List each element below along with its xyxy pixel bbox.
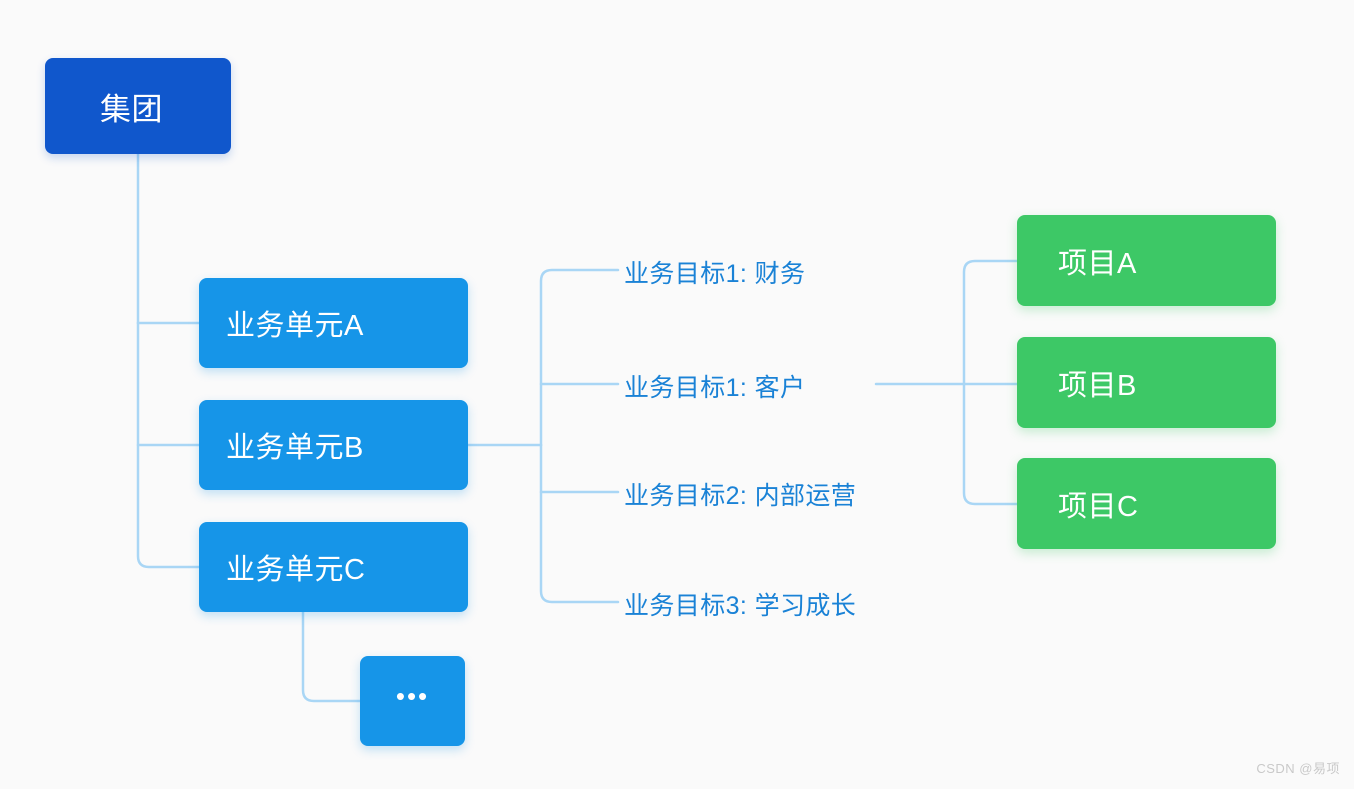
node-project-c-label: 项目C (1058, 490, 1139, 523)
watermark: CSDN @易项 (1256, 761, 1340, 776)
edge-projecttrunk-projectC (962, 382, 1019, 506)
edge-goaltrunk-goal4 (539, 443, 620, 604)
node-business-unit-a-label: 业务单元A (226, 310, 364, 342)
edge-projecttrunk-projectA (962, 259, 1019, 386)
node-project-a[interactable]: 项目A (1017, 215, 1276, 306)
goal-item-learning-growth-label: 业务目标3: 学习成长 (624, 592, 857, 620)
edge-unitC-more (301, 610, 362, 703)
goal-item-internal-operations-label: 业务目标2: 内部运营 (624, 482, 857, 510)
goal-item-financial-label: 业务目标1: 财务 (624, 260, 806, 288)
edge-goaltrunk-goal1 (539, 268, 620, 447)
node-business-unit-c[interactable]: 业务单元C (199, 522, 468, 612)
node-business-unit-b-label: 业务单元B (226, 432, 364, 464)
node-business-unit-a[interactable]: 业务单元A (199, 278, 468, 368)
node-project-c[interactable]: 项目C (1017, 458, 1276, 549)
node-business-unit-b[interactable]: 业务单元B (199, 400, 468, 490)
goal-item-learning-growth[interactable]: 业务目标3: 学习成长 (624, 586, 856, 622)
node-project-a-label: 项目A (1058, 247, 1137, 280)
node-business-unit-c-label: 业务单元C (226, 554, 366, 586)
node-root-group[interactable]: 集团 (45, 58, 231, 154)
edge-trunk-unitC (136, 321, 201, 569)
node-more-ellipsis[interactable]: ••• (360, 656, 465, 746)
node-project-b[interactable]: 项目B (1017, 337, 1276, 428)
goal-item-customer[interactable]: 业务目标1: 客户 (624, 368, 805, 404)
goal-item-customer-label: 业务目标1: 客户 (624, 374, 806, 402)
goal-item-financial[interactable]: 业务目标1: 财务 (624, 254, 805, 290)
node-root-label: 集团 (100, 91, 163, 127)
goal-item-internal-operations[interactable]: 业务目标2: 内部运营 (624, 476, 856, 512)
node-more-label: ••• (395, 680, 430, 711)
node-project-b-label: 项目B (1058, 369, 1137, 402)
